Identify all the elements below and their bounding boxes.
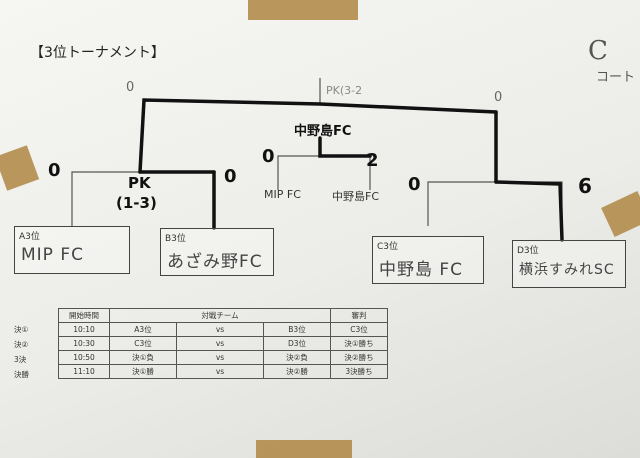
cell-team-b: 決②勝 bbox=[263, 364, 331, 379]
bracket-line-b3 bbox=[200, 171, 215, 226]
winner-line-left bbox=[138, 98, 498, 174]
cell-vs: vs bbox=[176, 322, 264, 337]
cell-referee: C3位 bbox=[330, 322, 388, 337]
m1-score-right: 0 bbox=[224, 166, 237, 187]
team-box-b3: B3位 あざみ野FC bbox=[160, 228, 274, 276]
bracket-line-3rd bbox=[277, 155, 371, 190]
team-box-c3: C3位 中野島 FC bbox=[372, 236, 484, 284]
row-label: 3決 bbox=[14, 355, 27, 364]
final-score-left: 0 bbox=[262, 146, 275, 167]
cell-referee: 決②勝ち bbox=[330, 350, 388, 365]
header-time: 開始時間 bbox=[58, 308, 110, 323]
m2-score-right: 6 bbox=[578, 174, 592, 198]
team-box-d3: D3位 横浜すみれSC bbox=[512, 240, 626, 288]
tape-top bbox=[248, 0, 358, 20]
header-referee: 審判 bbox=[330, 308, 388, 323]
court-label: コート bbox=[596, 70, 636, 85]
row-label: 決① bbox=[14, 325, 29, 334]
top-score-right: 0 bbox=[494, 90, 503, 105]
bracket-line-c3 bbox=[427, 181, 496, 226]
cell-time: 10:50 bbox=[58, 350, 110, 365]
team-name: MIP FC bbox=[21, 245, 84, 265]
table-row: 10:50 決①負 vs 決②負 決②勝ち bbox=[58, 350, 388, 365]
m1-score-left: 0 bbox=[48, 160, 61, 181]
final-team-left: MIP FC bbox=[264, 188, 301, 201]
cell-time: 10:10 bbox=[58, 322, 110, 337]
bracket-line-a3 bbox=[71, 171, 140, 226]
bracket-line-d3 bbox=[496, 181, 563, 240]
team-box-a3: A3位 MIP FC bbox=[14, 226, 130, 274]
seed-label: C3位 bbox=[377, 242, 399, 252]
cell-vs: vs bbox=[176, 364, 264, 379]
page-title: 【3位トーナメント】 bbox=[30, 45, 165, 61]
court-letter: C bbox=[588, 36, 608, 66]
final-winner: 中野島FC bbox=[294, 124, 352, 139]
final-team-right: 中野島FC bbox=[332, 190, 380, 203]
winner-line-d3 bbox=[494, 180, 564, 242]
cell-referee: 3決勝ち bbox=[330, 364, 388, 379]
team-name: 横浜すみれSC bbox=[519, 262, 615, 278]
cell-vs: vs bbox=[176, 336, 264, 351]
cell-team-a: C3位 bbox=[109, 336, 177, 351]
table-row: 10:10 A3位 vs B3位 C3位 bbox=[58, 322, 388, 337]
tape-bottom bbox=[256, 440, 352, 458]
seed-label: A3位 bbox=[19, 232, 40, 242]
cell-team-a: A3位 bbox=[109, 322, 177, 337]
cell-time: 11:10 bbox=[58, 364, 110, 379]
cell-team-b: D3位 bbox=[263, 336, 331, 351]
team-name: あざみ野FC bbox=[167, 252, 263, 272]
row-label: 決② bbox=[14, 340, 29, 349]
table-row: 10:30 C3位 vs D3位 決①勝ち bbox=[58, 336, 388, 351]
cell-team-a: 決①負 bbox=[109, 350, 177, 365]
m1-pk-score: (1-3) bbox=[116, 194, 157, 212]
winner-line-final bbox=[318, 136, 372, 158]
cell-team-a: 決①勝 bbox=[109, 364, 177, 379]
table-row: 11:10 決①勝 vs 決②勝 3決勝ち bbox=[58, 364, 388, 379]
row-label: 決勝 bbox=[14, 370, 29, 379]
seed-label: D3位 bbox=[517, 246, 539, 256]
table-header-row: 開始時間 対戦チーム 審判 bbox=[58, 308, 388, 323]
cell-team-b: B3位 bbox=[263, 322, 331, 337]
team-name: 中野島 FC bbox=[379, 260, 464, 280]
cell-vs: vs bbox=[176, 350, 264, 365]
cell-referee: 決①勝ち bbox=[330, 336, 388, 351]
m1-pk-label: PK bbox=[128, 174, 151, 192]
final-score-right: 2 bbox=[366, 150, 379, 171]
top-score-left: 0 bbox=[126, 80, 135, 95]
m2-score-left: 0 bbox=[408, 174, 421, 195]
cell-team-b: 決②負 bbox=[263, 350, 331, 365]
cell-time: 10:30 bbox=[58, 336, 110, 351]
schedule-table: 開始時間 対戦チーム 審判 10:10 A3位 vs B3位 C3位 10:30… bbox=[58, 308, 388, 379]
seed-label: B3位 bbox=[165, 234, 186, 244]
header-teams: 対戦チーム bbox=[109, 308, 331, 323]
top-note: PK(3-2 bbox=[326, 84, 363, 97]
